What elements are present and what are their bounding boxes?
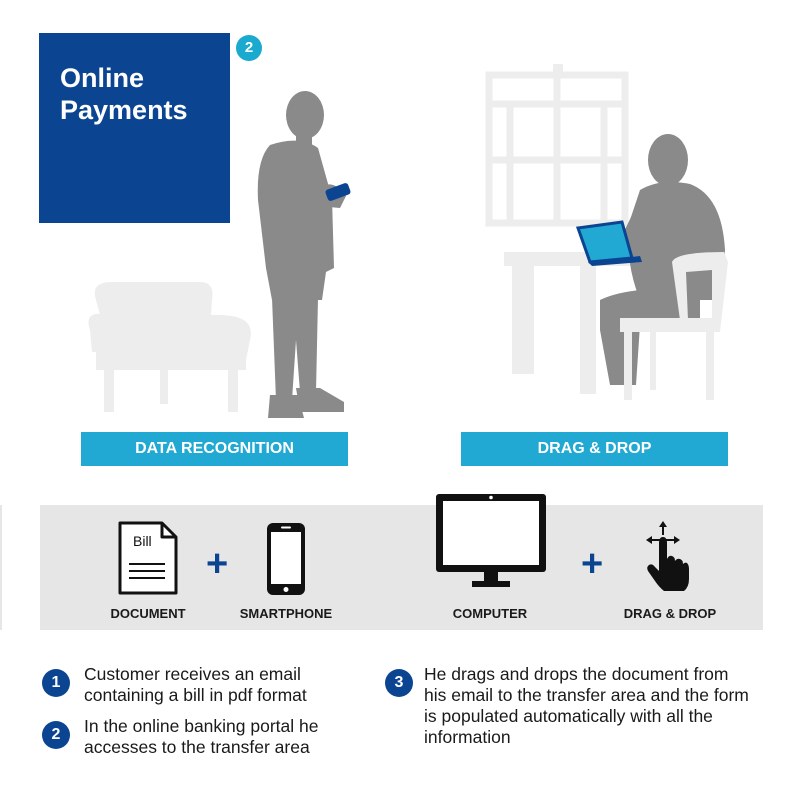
smartphone-in-hand-illustration <box>325 183 351 201</box>
plus-sign-2: + <box>581 543 604 585</box>
window-clip-illustration <box>553 64 563 78</box>
laptop-illustration <box>575 220 642 266</box>
title-step-badge: 2 <box>236 35 262 61</box>
title-box <box>39 33 230 223</box>
document-icon <box>118 521 178 595</box>
drag-drop-hand-icon <box>646 521 689 591</box>
step-3-text: He drags and drops the document from his… <box>424 664 749 747</box>
step-2-number: 2 <box>42 721 70 749</box>
data-recognition-banner: DATA RECOGNITION <box>81 432 348 466</box>
page-title: Online Payments <box>60 63 188 125</box>
drag-drop-banner: DRAG & DROP <box>461 432 728 466</box>
plus-sign-1: + <box>206 543 229 585</box>
chair-illustration <box>620 252 728 400</box>
step-2-text: In the online banking portal he accesses… <box>84 716 319 757</box>
computer-icon <box>436 494 546 587</box>
step-1-number: 1 <box>42 669 70 697</box>
computer-label: COMPUTER <box>452 606 528 621</box>
document-bill-text: Bill <box>133 533 152 549</box>
smartphone-icon <box>267 523 305 595</box>
document-label: DOCUMENT <box>110 606 186 621</box>
smartphone-label: SMARTPHONE <box>239 606 333 621</box>
armchair-illustration <box>88 282 251 412</box>
illustration-scene <box>88 64 728 418</box>
step-1-text: Customer receives an email containing a … <box>84 664 307 705</box>
window-illustration <box>485 71 629 227</box>
drag-drop-label: DRAG & DROP <box>623 606 717 621</box>
strip-edge <box>0 505 2 630</box>
step-3-number: 3 <box>385 669 413 697</box>
standing-man-silhouette <box>257 91 346 418</box>
